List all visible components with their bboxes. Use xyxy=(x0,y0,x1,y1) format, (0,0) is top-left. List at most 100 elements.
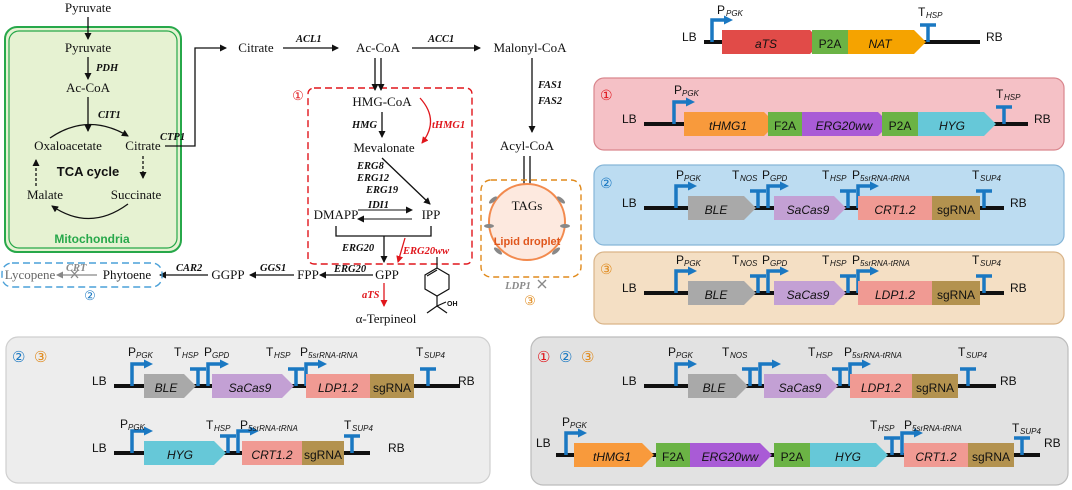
svg-text:P2A: P2A xyxy=(889,119,912,133)
gene-erg20ww xyxy=(802,112,890,136)
svg-text:GPD: GPD xyxy=(212,351,230,360)
svg-text:sgRNA: sgRNA xyxy=(304,448,342,462)
svg-text:PGK: PGK xyxy=(570,421,588,430)
svg-text:P: P xyxy=(762,168,770,182)
svg-text:RB: RB xyxy=(1044,436,1061,450)
svg-text:PGK: PGK xyxy=(726,9,744,18)
svg-text:①: ① xyxy=(537,349,550,366)
svg-text:HSP: HSP xyxy=(182,351,199,360)
enzyme-hmg: HMG xyxy=(351,120,378,131)
svg-text:LB: LB xyxy=(622,281,637,295)
svg-text:P: P xyxy=(120,417,128,431)
svg-text:SUP4: SUP4 xyxy=(980,174,1001,183)
svg-text:P: P xyxy=(676,253,684,267)
construct-module2: ② LB P PGK BLE T NOS P GPD SaCas9 T HSP … xyxy=(593,164,1065,246)
svg-text:①: ① xyxy=(600,87,613,103)
construct-module1: ① LB P PGK tHMG1 F2A ERG20ww P2A HYG T H… xyxy=(593,77,1065,151)
svg-text:5srRNA-tRNA: 5srRNA-tRNA xyxy=(248,424,298,433)
svg-text:T: T xyxy=(732,253,740,267)
svg-text:SaCas9: SaCas9 xyxy=(787,288,830,302)
svg-text:F2A: F2A xyxy=(662,450,684,464)
terminator-icon xyxy=(920,23,936,42)
svg-text:NOS: NOS xyxy=(740,174,758,183)
svg-text:P: P xyxy=(300,345,308,359)
enzyme-erg8: ERG8 xyxy=(356,161,385,172)
svg-text:LB: LB xyxy=(622,374,637,388)
svg-text:HSP: HSP xyxy=(926,11,943,20)
svg-text:BLE: BLE xyxy=(155,381,179,395)
svg-text:RB: RB xyxy=(1010,281,1027,295)
met-malate: Malate xyxy=(27,187,63,202)
svg-text:BLE: BLE xyxy=(705,288,729,302)
svg-text:P: P xyxy=(844,345,852,359)
svg-text:PGK: PGK xyxy=(128,423,146,432)
svg-text:sgRNA: sgRNA xyxy=(937,203,975,217)
svg-text:NOS: NOS xyxy=(730,351,748,360)
svg-text:P: P xyxy=(674,83,682,97)
svg-text:5srRNA-tRNA: 5srRNA-tRNA xyxy=(912,424,962,433)
enzyme-erg20-fpp: ERG20 xyxy=(333,264,367,275)
svg-text:T: T xyxy=(972,168,980,182)
svg-text:HSP: HSP xyxy=(1004,93,1021,102)
svg-text:sgRNA: sgRNA xyxy=(916,381,954,395)
terpineol-oh: OH xyxy=(447,301,458,308)
met-oxaloacetate: Oxaloacetate xyxy=(34,138,102,153)
svg-text:③: ③ xyxy=(600,261,613,277)
svg-text:BLE: BLE xyxy=(703,381,727,395)
svg-text:T: T xyxy=(344,418,352,432)
svg-text:P: P xyxy=(128,345,136,359)
met-acoa-mito: Ac-CoA xyxy=(66,80,111,95)
met-succinate: Succinate xyxy=(111,187,162,202)
met-fpp: FPP xyxy=(297,267,319,282)
enzyme-fas2: FAS2 xyxy=(537,96,563,107)
svg-text:CRT1.2: CRT1.2 xyxy=(251,448,292,462)
module2-marker: ② xyxy=(84,288,96,303)
svg-text:T: T xyxy=(822,168,830,182)
met-mevalonate: Mevalonate xyxy=(353,140,415,155)
enzyme-ats: aTS xyxy=(362,290,380,301)
svg-text:LB: LB xyxy=(92,374,107,388)
gene-p2a xyxy=(812,30,848,54)
svg-text:PGK: PGK xyxy=(684,174,702,183)
enzyme-erg20ww: ERG20ww xyxy=(402,246,450,257)
svg-text:tHMG1: tHMG1 xyxy=(709,119,747,133)
svg-text:T: T xyxy=(996,87,1004,101)
mitochondria-label: Mitochondria xyxy=(54,232,130,246)
svg-text:P: P xyxy=(762,253,770,267)
met-acyl-coa: Acyl-CoA xyxy=(500,138,555,153)
svg-text:GPD: GPD xyxy=(770,174,788,183)
svg-text:LDP1.2: LDP1.2 xyxy=(875,288,915,302)
svg-text:SUP4: SUP4 xyxy=(352,424,373,433)
svg-text:HYG: HYG xyxy=(167,448,193,462)
enzyme-ggs1: GGS1 xyxy=(260,263,286,274)
met-gpp: GPP xyxy=(375,267,399,282)
tca-cycle-label: TCA cycle xyxy=(57,164,119,179)
svg-text:T: T xyxy=(808,345,816,359)
svg-text:sgRNA: sgRNA xyxy=(937,288,975,302)
lipid-droplet-label: Lipid droplet xyxy=(494,236,561,248)
svg-text:tHMG1: tHMG1 xyxy=(593,450,631,464)
svg-text:HSP: HSP xyxy=(878,424,895,433)
module1-marker: ① xyxy=(292,88,304,103)
gene-ats xyxy=(722,30,822,54)
terminator-thsp: T xyxy=(918,5,926,19)
construct-module23: ② ③ LB P PGK BLE T HSP P GPD SaCas9 T HS… xyxy=(5,336,491,484)
svg-text:T: T xyxy=(732,168,740,182)
ldp1-knockout-x xyxy=(537,279,547,289)
lipid-droplet xyxy=(488,183,566,261)
promoter-arrow xyxy=(710,15,733,42)
svg-text:②: ② xyxy=(12,349,25,366)
svg-text:ERG20ww: ERG20ww xyxy=(702,450,760,464)
mitochondria-box xyxy=(4,26,182,253)
met-pyruvate-top: Pyruvate xyxy=(65,0,111,15)
svg-text:5srRNA-tRNA: 5srRNA-tRNA xyxy=(308,351,358,360)
enzyme-crt: CRT xyxy=(66,263,87,274)
svg-text:②: ② xyxy=(559,349,572,366)
met-citrate-mito: Citrate xyxy=(125,138,161,153)
svg-text:③: ③ xyxy=(34,349,47,366)
svg-text:RB: RB xyxy=(458,374,475,388)
metabolic-pathway: Mitochondria Pyruvate Pyruvate PDH Ac-Co… xyxy=(1,0,582,326)
svg-text:HYG: HYG xyxy=(835,450,861,464)
svg-text:P2A: P2A xyxy=(781,450,804,464)
